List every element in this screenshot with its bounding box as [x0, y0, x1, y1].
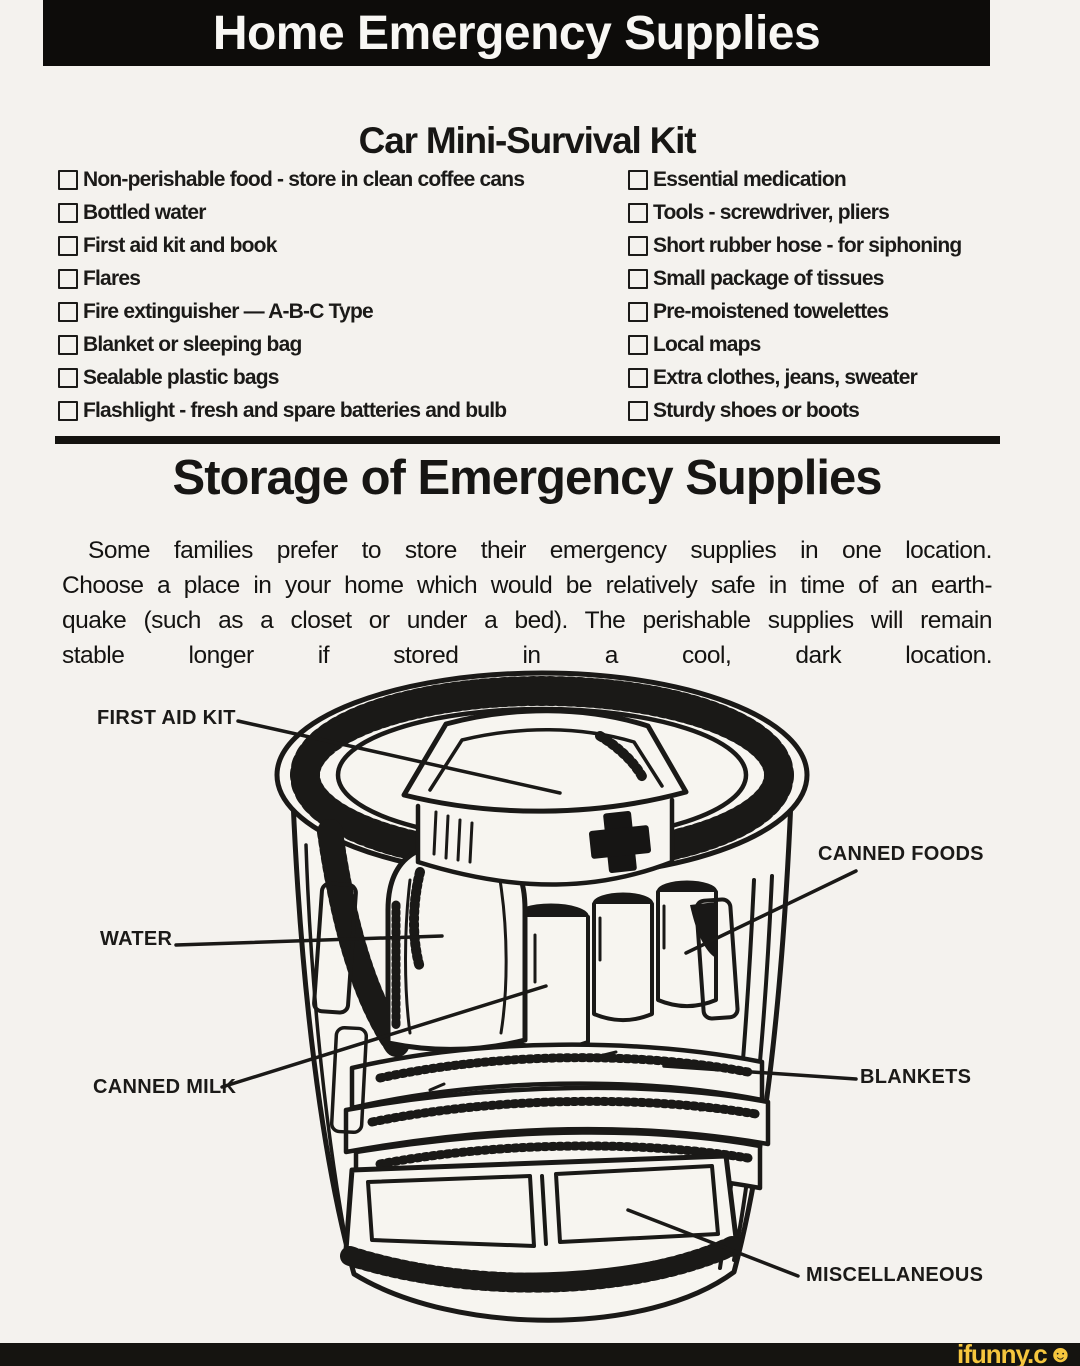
checklist-item-label: Short rubber hose - for siphoning: [653, 233, 962, 257]
paragraph-line: quake (such as a closet or under a bed).…: [62, 607, 993, 634]
checklist-left-column: Non-perishable food - store in clean cof…: [58, 163, 525, 427]
checklist-item: Flashlight - fresh and spare batteries a…: [58, 394, 524, 427]
checklist-item: Fire extinguisher — A-B-C Type: [58, 295, 524, 328]
callout-line-water: [174, 934, 444, 947]
checklist-item-label: Sturdy shoes or boots: [653, 398, 860, 422]
smiley-icon: ☻: [1047, 1341, 1073, 1366]
label-water: WATER: [100, 928, 173, 950]
callout-line-blankets: [662, 1064, 858, 1081]
callout-line-canned-milk: [220, 984, 548, 1089]
label-blankets: BLANKETS: [860, 1066, 972, 1088]
checklist-item-label: Pre-moistened towelettes: [653, 299, 889, 323]
paragraph-line: Choose a place in your home which would …: [62, 572, 993, 599]
checklist-item: First aid kit and book: [58, 229, 524, 262]
checklist-item-label: Blanket or sleeping bag: [83, 332, 302, 356]
checklist-item: Sealable plastic bags: [58, 361, 524, 394]
first-aid-cross-icon: [588, 810, 652, 874]
checkbox-icon: [58, 400, 78, 421]
checklist-item-label: Non-perishable food - store in clean cof…: [83, 167, 525, 191]
basket-slats: [312, 881, 740, 1135]
checkbox-icon: [628, 235, 648, 256]
checklist-item: Extra clothes, jeans, sweater: [628, 361, 961, 394]
checklist-item-label: Flashlight - fresh and spare batteries a…: [83, 398, 507, 422]
checkbox-icon: [628, 169, 648, 190]
page-header-bar: Home Emergency Supplies: [43, 0, 990, 66]
checkbox-icon: [58, 301, 78, 322]
section-divider: [55, 436, 1000, 444]
checkbox-icon: [628, 301, 648, 322]
checklist-item-label: Extra clothes, jeans, sweater: [653, 365, 918, 389]
checklist-item: Non-perishable food - store in clean cof…: [58, 163, 525, 196]
checklist-item: Flares: [58, 262, 524, 295]
page-title: Home Emergency Supplies: [212, 6, 821, 60]
label-canned-milk: CANNED MILK: [93, 1076, 237, 1098]
callout-line-first-aid: [236, 719, 562, 795]
checkbox-icon: [58, 235, 78, 256]
callout-line-canned-foods: [684, 869, 858, 955]
checkbox-icon: [58, 169, 78, 190]
callout-lines: [174, 719, 858, 1278]
checklist-item-label: Bottled water: [83, 200, 206, 224]
checklist-item: Local maps: [628, 328, 961, 361]
first-aid-lid: [401, 708, 689, 814]
storage-paragraph: Some families prefer to store their emer…: [62, 533, 993, 673]
checkbox-icon: [628, 400, 648, 421]
ifunny-watermark: ifunny.c ☻: [956, 1339, 1073, 1366]
callout-line-miscellaneous: [626, 1208, 800, 1278]
label-canned-foods: CANNED FOODS: [818, 843, 984, 865]
miscellaneous-bin: [340, 1153, 742, 1293]
checkbox-icon: [628, 334, 648, 355]
checklist-right-column: Essential medication Tools - screwdriver…: [628, 163, 962, 427]
checklist-item: Sturdy shoes or boots: [628, 394, 961, 427]
paragraph-line: stable longer if stored in a cool, dark …: [62, 642, 993, 669]
checkbox-icon: [628, 268, 648, 289]
label-first-aid-kit: FIRST AID KIT: [97, 707, 236, 729]
checklist-item-label: Small package of tissues: [653, 266, 884, 290]
checklist-item: Small package of tissues: [628, 262, 961, 295]
ifunny-logo-text: ifunny.c: [956, 1339, 1048, 1366]
watermark-bar: ifunny.c ☻: [0, 1339, 1080, 1366]
checklist-item: Blanket or sleeping bag: [58, 328, 524, 361]
checklist-item-label: First aid kit and book: [83, 233, 277, 257]
storage-title: Storage of Emergency Supplies: [172, 451, 883, 505]
checklist-item-label: Fire extinguisher — A-B-C Type: [83, 299, 374, 323]
checkbox-icon: [58, 334, 78, 355]
checkbox-icon: [628, 202, 648, 223]
label-miscellaneous: MISCELLANEOUS: [806, 1264, 984, 1286]
checklist-item: Pre-moistened towelettes: [628, 295, 961, 328]
checklist-item-label: Tools - screwdriver, pliers: [653, 200, 890, 224]
car-kit-title: Car Mini-Survival Kit: [358, 120, 697, 161]
checklist-item: Essential medication: [628, 163, 961, 196]
checkbox-icon: [58, 202, 78, 223]
paragraph-line: Some families prefer to store their emer…: [88, 537, 993, 564]
checkbox-icon: [58, 268, 78, 289]
checklist-item: Tools - screwdriver, pliers: [628, 196, 961, 229]
checklist-item-label: Sealable plastic bags: [83, 365, 279, 389]
basket-drawing: [174, 670, 858, 1323]
checkbox-icon: [628, 367, 648, 388]
first-aid-kit: [401, 708, 689, 887]
checkbox-icon: [58, 367, 78, 388]
folded-blankets: [343, 1042, 771, 1197]
checklist-item-label: Flares: [83, 266, 141, 290]
checklist-item-label: Essential medication: [653, 167, 847, 191]
checklist-item: Short rubber hose - for siphoning: [628, 229, 962, 262]
checklist-item: Bottled water: [58, 196, 524, 229]
checklist-item-label: Local maps: [653, 332, 761, 356]
